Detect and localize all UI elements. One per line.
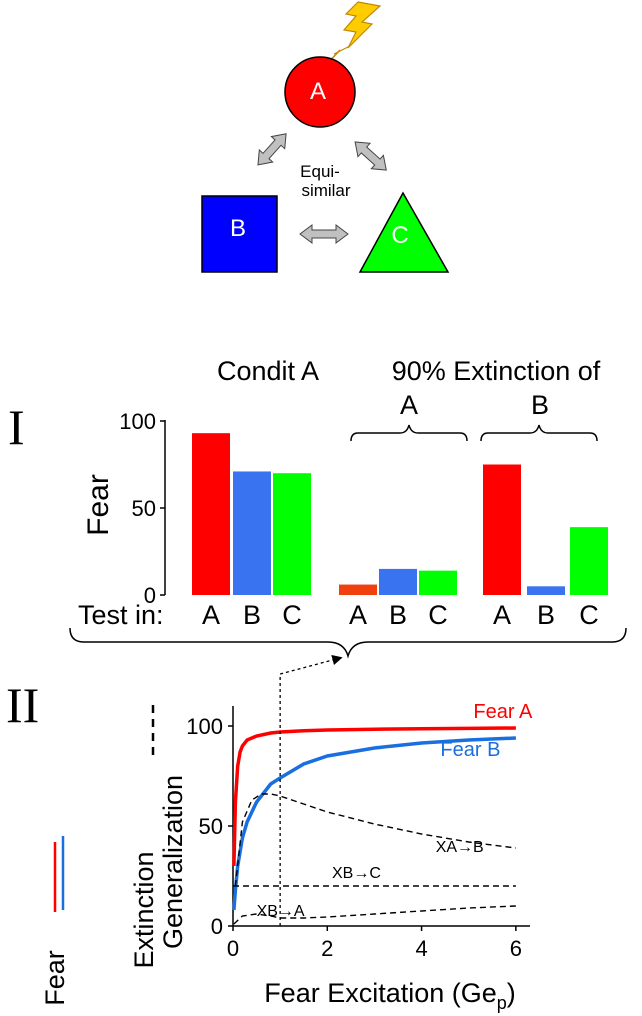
bar-category-label: C [282,600,302,630]
series-annotation-3: XB→C [332,865,381,882]
arrow-a-c [354,141,387,171]
bar-0 [192,433,230,595]
bar-y-tick-label: 0 [144,583,156,608]
bar-6 [483,464,521,595]
bar-category-label: A [202,600,220,630]
bar-2 [273,473,311,595]
bar-category-label: C [579,600,599,630]
series-line-2 [234,793,516,887]
line-x-tick-label: 6 [510,936,522,961]
bar-category-label: B [389,600,407,630]
header-ext-b: B [531,390,549,420]
bar-8 [570,527,608,595]
series-line-4 [233,905,516,925]
lightning-bolt-icon [333,1,382,55]
bar-category-label: A [493,600,511,630]
node-b-square [201,195,278,273]
series-line-0 [232,726,516,867]
brace-bottom [69,627,627,659]
legend-fear-label: Fear [40,950,70,1006]
line-x-tick-label: 2 [321,936,333,961]
similar-label: similar [301,181,350,200]
marker-arrow [279,654,343,675]
node-c-label: C [391,222,408,249]
bar-3 [339,584,377,595]
node-c-triangle [358,191,450,273]
bar-1 [233,471,271,595]
arrow-a-b [257,133,287,166]
series-annotation-0: Fear A [473,701,533,723]
node-a-circle [284,56,356,128]
bar-y-tick-label: 100 [119,409,156,434]
similarity-diagram: A B C Equi- similar [201,1,450,273]
panel-label-i: I [8,399,25,455]
test-in-label: Test in: [78,600,164,630]
node-b-label: B [230,215,246,242]
line-y-tick-label: 50 [199,814,223,839]
bar-category-label: A [349,600,367,630]
bar-y-label: Fear [82,474,115,536]
equi-label: Equi- [300,162,340,181]
header-ext-a: A [400,390,418,420]
header-condit: Condit A [217,356,319,386]
line-x-label: Fear Excitation (Gep) [264,978,516,1013]
line-y-label-2: Generalization [158,775,188,949]
bar-category-label: B [537,600,555,630]
line-y-tick-label: 0 [211,914,223,939]
bar-y-tick-label: 50 [132,496,156,521]
line-x-tick-label: 0 [227,936,239,961]
arrow-b-c [299,224,349,244]
node-a-label: A [310,78,326,105]
brace-b [480,424,598,442]
line-y-tick-label: 100 [186,714,223,739]
bar-4 [379,568,417,595]
bar-5 [419,570,457,595]
bar-chart: Condit A 90% Extinction of A B 0 50 100 Fe… [69,356,627,659]
series-annotation-2: XA→B [436,839,484,856]
bar-7 [527,586,565,595]
series-annotation-1: Fear B [440,739,500,761]
series-line-1 [232,736,516,911]
panel-label-ii: II [6,677,39,733]
header-extinction: 90% Extinction of [392,356,601,386]
bar-category-label: B [243,600,261,630]
line-x-tick-label: 4 [415,936,427,961]
bar-category-label: C [428,600,448,630]
line-y-label-1: Extinction [129,851,159,968]
brace-a [350,424,468,442]
